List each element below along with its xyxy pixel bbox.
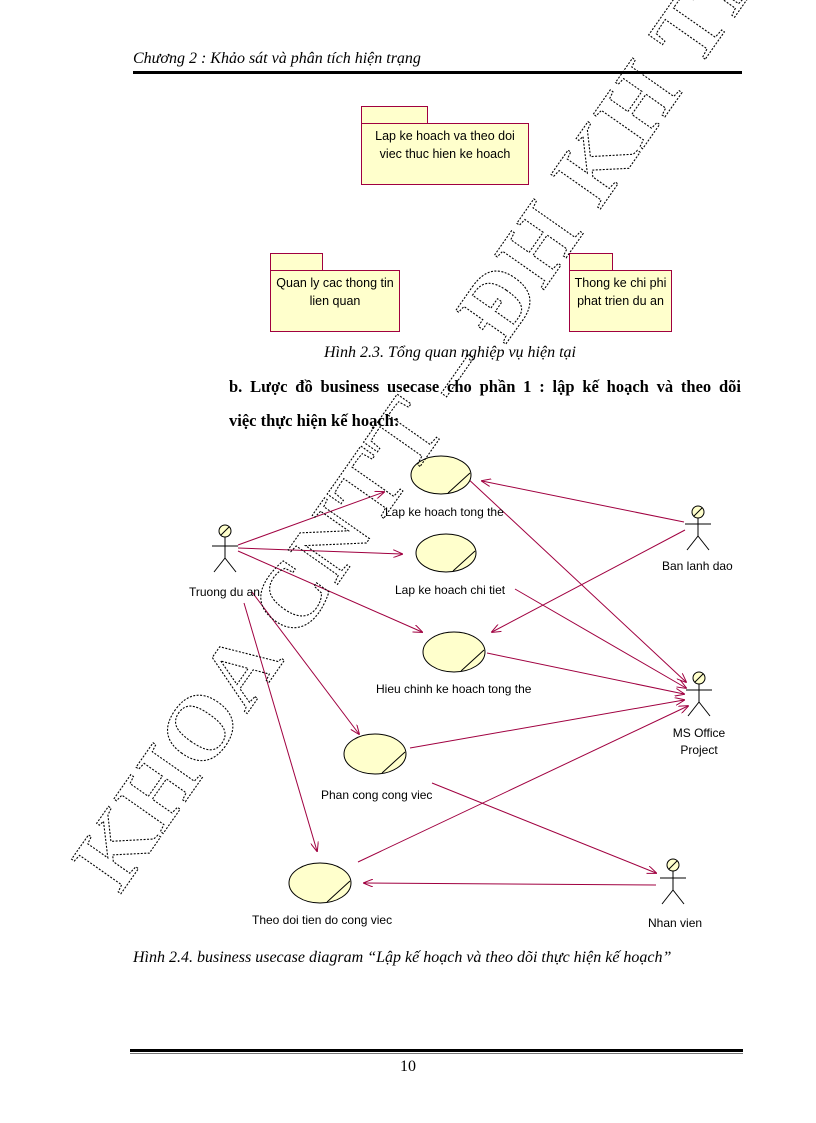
usecase-uc4 bbox=[343, 733, 407, 775]
usecase-label: Theo doi tien do cong viec bbox=[252, 913, 393, 927]
package-label: Thong ke chi phi bbox=[574, 276, 667, 290]
association-line bbox=[482, 481, 685, 523]
package-label: phat trien du an bbox=[577, 294, 664, 308]
figure-caption-2-4: Hình 2.4. business usecase diagram “Lập … bbox=[133, 949, 672, 966]
actor-label: Project bbox=[680, 743, 718, 757]
actors bbox=[212, 505, 712, 905]
actor-ms-office-project-icon bbox=[686, 671, 712, 717]
association-line bbox=[431, 782, 656, 873]
actor-label: Truong du an bbox=[189, 585, 260, 599]
association-line bbox=[492, 529, 686, 632]
association-line bbox=[243, 602, 317, 851]
usecase-uc5 bbox=[288, 862, 352, 904]
association-line bbox=[237, 550, 422, 632]
chapter-header: Chương 2 : Khảo sát và phân tích hiện tr… bbox=[133, 50, 421, 67]
usecase-label: Lap ke hoach tong the bbox=[385, 505, 504, 519]
association-line bbox=[486, 652, 684, 694]
package-label: Lap ke hoach va theo doi bbox=[375, 129, 515, 143]
page-number: 10 bbox=[400, 1058, 416, 1075]
association-line bbox=[409, 700, 684, 749]
association-lines bbox=[237, 475, 688, 885]
association-line bbox=[237, 547, 402, 554]
figure-caption-2-3: Hình 2.3. Tổng quan nghiệp vụ hiện tại bbox=[324, 344, 576, 361]
association-line bbox=[464, 475, 686, 682]
actor-truong-du-an-icon bbox=[212, 524, 238, 573]
footer-divider-thin bbox=[130, 1053, 743, 1054]
section-heading: b. Lược đồ business usecase cho phần 1 :… bbox=[229, 377, 741, 396]
association-line bbox=[364, 883, 657, 885]
association-line bbox=[251, 591, 359, 734]
actor-nhan-vien-icon bbox=[660, 858, 686, 905]
actor-label: MS Office bbox=[672, 726, 726, 740]
usecase-ellipses bbox=[288, 455, 486, 904]
association-line bbox=[237, 492, 384, 546]
actor-label: Nhan vien bbox=[648, 916, 703, 930]
section-heading-cont: việc thực hiện kế hoạch: bbox=[229, 411, 400, 430]
usecase-label: Phan cong cong viec bbox=[321, 788, 433, 802]
association-line bbox=[514, 588, 686, 688]
usecase-uc1 bbox=[410, 455, 472, 495]
package-body: Lap ke hoach va theo doi viec thuc hien … bbox=[361, 123, 529, 185]
package-label: lien quan bbox=[309, 294, 361, 308]
usecase-uc2 bbox=[415, 533, 477, 573]
package-body: Thong ke chi phi phat trien du an bbox=[569, 270, 672, 332]
association-line bbox=[357, 706, 688, 863]
package-label: Quan ly cac thong tin bbox=[276, 276, 394, 290]
footer-divider bbox=[130, 1049, 743, 1052]
actor-label: Ban lanh dao bbox=[662, 559, 733, 573]
usecase-label: Lap ke hoach chi tiet bbox=[395, 583, 506, 597]
usecase-label: Hieu chinh ke hoach tong the bbox=[376, 682, 532, 696]
header-divider bbox=[133, 71, 742, 74]
package-label: viec thuc hien ke hoach bbox=[379, 147, 511, 161]
actor-ban-lanh-dao-icon bbox=[685, 505, 711, 551]
package-body: Quan ly cac thong tin lien quan bbox=[270, 270, 400, 332]
usecase-uc3 bbox=[422, 631, 486, 673]
